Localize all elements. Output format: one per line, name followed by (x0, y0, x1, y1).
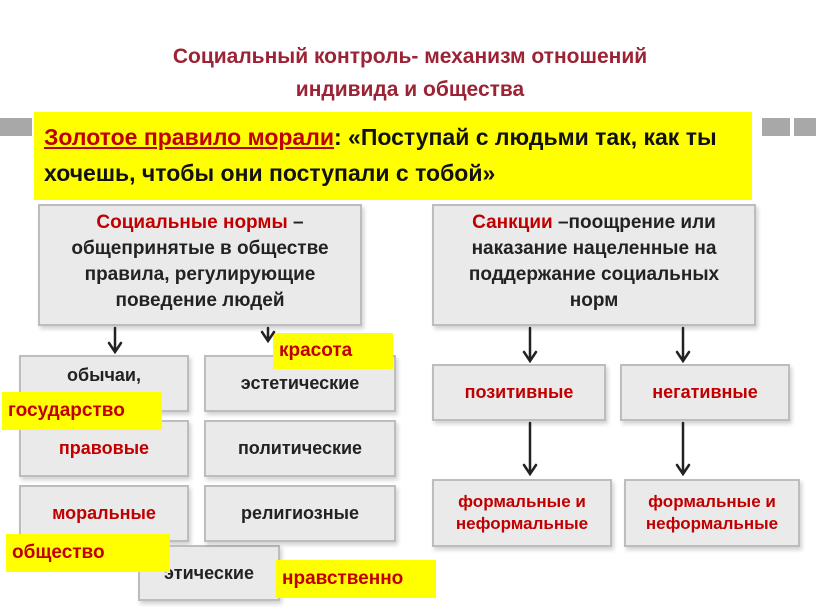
label-morality: нравственно (276, 560, 436, 598)
sanction-positive-formal-line1: формальные и (458, 492, 586, 511)
title-line-2: индивида и общества (295, 78, 525, 101)
label-state: государство (2, 392, 162, 430)
label-society: общество (6, 534, 170, 572)
decorative-bar-right (762, 118, 816, 136)
social-norms-definition: – общепринятые в обществе правила, регул… (71, 212, 329, 311)
golden-rule-name: Золотое правило морали (44, 124, 334, 150)
sanction-negative-formal-line1: формальные и (648, 492, 776, 511)
arrow-sanctions-left (522, 326, 538, 364)
title-line-1: Социальный контроль- механизм отношений (172, 45, 648, 68)
label-beauty: красота (273, 333, 393, 369)
sanction-positive-formal-line2: неформальные (455, 514, 589, 533)
sanction-negative-formal-line2: неформальные (645, 514, 779, 533)
golden-rule-text: : «Поступай с людьми так, как ты хочешь,… (44, 124, 717, 186)
sanctions-term: Санкции (472, 212, 553, 233)
norm-ethical: этические (138, 545, 280, 601)
golden-rule-banner: Золотое правило морали: «Поступай с людь… (34, 112, 752, 200)
page-title: Социальный контроль- механизм отношений … (60, 40, 760, 106)
sanctions-definition: –поощрение или наказание нацеленные на п… (468, 212, 720, 311)
decorative-bar-left (0, 118, 32, 136)
social-norms-box: Социальные нормы – общепринятые в общест… (38, 204, 362, 326)
sanction-positive-formal: формальные и неформальные (432, 479, 612, 547)
arrow-positive-down (522, 421, 538, 477)
arrow-norms-left (107, 326, 123, 355)
arrow-sanctions-right (675, 326, 691, 364)
sanction-negative-formal: формальные и неформальные (624, 479, 800, 547)
sanction-negative: негативные (620, 364, 790, 421)
norm-moral: моральные (19, 485, 189, 542)
norm-political: политические (204, 420, 396, 477)
sanction-positive: позитивные (432, 364, 606, 421)
norm-religious: религиозные (204, 485, 396, 542)
arrow-negative-down (675, 421, 691, 477)
sanctions-box: Санкции –поощрение или наказание нацелен… (432, 204, 756, 326)
social-norms-term: Социальные нормы (96, 212, 288, 233)
